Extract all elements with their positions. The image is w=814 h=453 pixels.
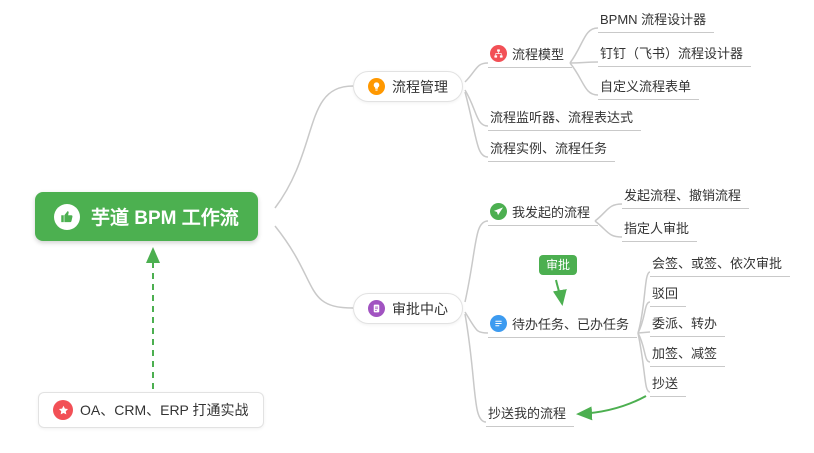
node-label: 自定义流程表单: [600, 79, 692, 94]
node-label: 指定人审批: [624, 221, 690, 236]
node-oa-note[interactable]: OA、CRM、ERP 打通实战: [38, 392, 264, 428]
node-cc[interactable]: 抄送: [650, 373, 687, 397]
star-icon: [53, 400, 73, 420]
node-label: 审批中心: [392, 300, 448, 317]
flow-model-icon: [490, 45, 507, 62]
branch-connectors: [274, 27, 651, 423]
node-label: 流程实例、流程任务: [490, 141, 608, 156]
node-process-model[interactable]: 流程模型: [488, 44, 573, 68]
cc-relation-arrow: [576, 395, 647, 421]
node-label: 流程监听器、流程表达式: [490, 110, 634, 125]
node-countersign[interactable]: 会签、或签、依次审批: [650, 253, 791, 277]
node-label: 待办任务、已办任务: [512, 317, 630, 332]
node-label: 驳回: [652, 286, 679, 301]
node-initiate-cancel[interactable]: 发起流程、撤销流程: [622, 185, 750, 209]
node-label: 加签、减签: [652, 346, 718, 361]
node-reject[interactable]: 驳回: [650, 283, 687, 307]
node-process-mgmt[interactable]: 流程管理: [353, 71, 463, 102]
node-label: 抄送我的流程: [488, 406, 567, 421]
node-label: 发起流程、撤销流程: [624, 188, 742, 203]
node-listener-expression[interactable]: 流程监听器、流程表达式: [488, 107, 642, 131]
node-root[interactable]: 芋道 BPM 工作流: [35, 192, 258, 241]
node-label: OA、CRM、ERP 打通实战: [80, 402, 249, 418]
node-instance-task[interactable]: 流程实例、流程任务: [488, 138, 616, 162]
node-bpmn-designer[interactable]: BPMN 流程设计器: [598, 9, 715, 33]
node-approval-center[interactable]: 审批中心: [353, 293, 463, 324]
clipboard-icon: [368, 300, 385, 317]
node-todo-done[interactable]: 待办任务、已办任务: [488, 314, 638, 338]
approval-relation-arrow: [552, 279, 567, 306]
node-label: 钉钉（飞书）流程设计器: [600, 46, 744, 61]
node-label: BPMN 流程设计器: [600, 12, 707, 27]
node-assignee-approval[interactable]: 指定人审批: [622, 218, 698, 242]
node-label: 流程模型: [512, 47, 565, 62]
node-label: 我发起的流程: [512, 205, 591, 220]
node-label: 抄送: [652, 376, 679, 391]
send-icon: [490, 203, 507, 220]
node-cc-my-process[interactable]: 抄送我的流程: [486, 403, 575, 427]
approval-relation-badge[interactable]: 审批: [539, 255, 578, 275]
relation-arrows: [146, 247, 647, 421]
thumbs-up-icon: [54, 203, 80, 230]
task-list-icon: [490, 315, 507, 332]
node-label: 委派、转办: [652, 316, 718, 331]
node-add-remove-sign[interactable]: 加签、减签: [650, 343, 726, 367]
node-my-initiated[interactable]: 我发起的流程: [488, 202, 599, 226]
node-label: 流程管理: [392, 78, 448, 95]
node-delegate-transfer[interactable]: 委派、转办: [650, 313, 726, 337]
node-label: 会签、或签、依次审批: [652, 256, 783, 271]
bulb-icon: [368, 78, 385, 95]
node-dingtalk-designer[interactable]: 钉钉（飞书）流程设计器: [598, 43, 752, 67]
root-label: 芋道 BPM 工作流: [91, 208, 239, 229]
node-custom-form[interactable]: 自定义流程表单: [598, 76, 700, 100]
